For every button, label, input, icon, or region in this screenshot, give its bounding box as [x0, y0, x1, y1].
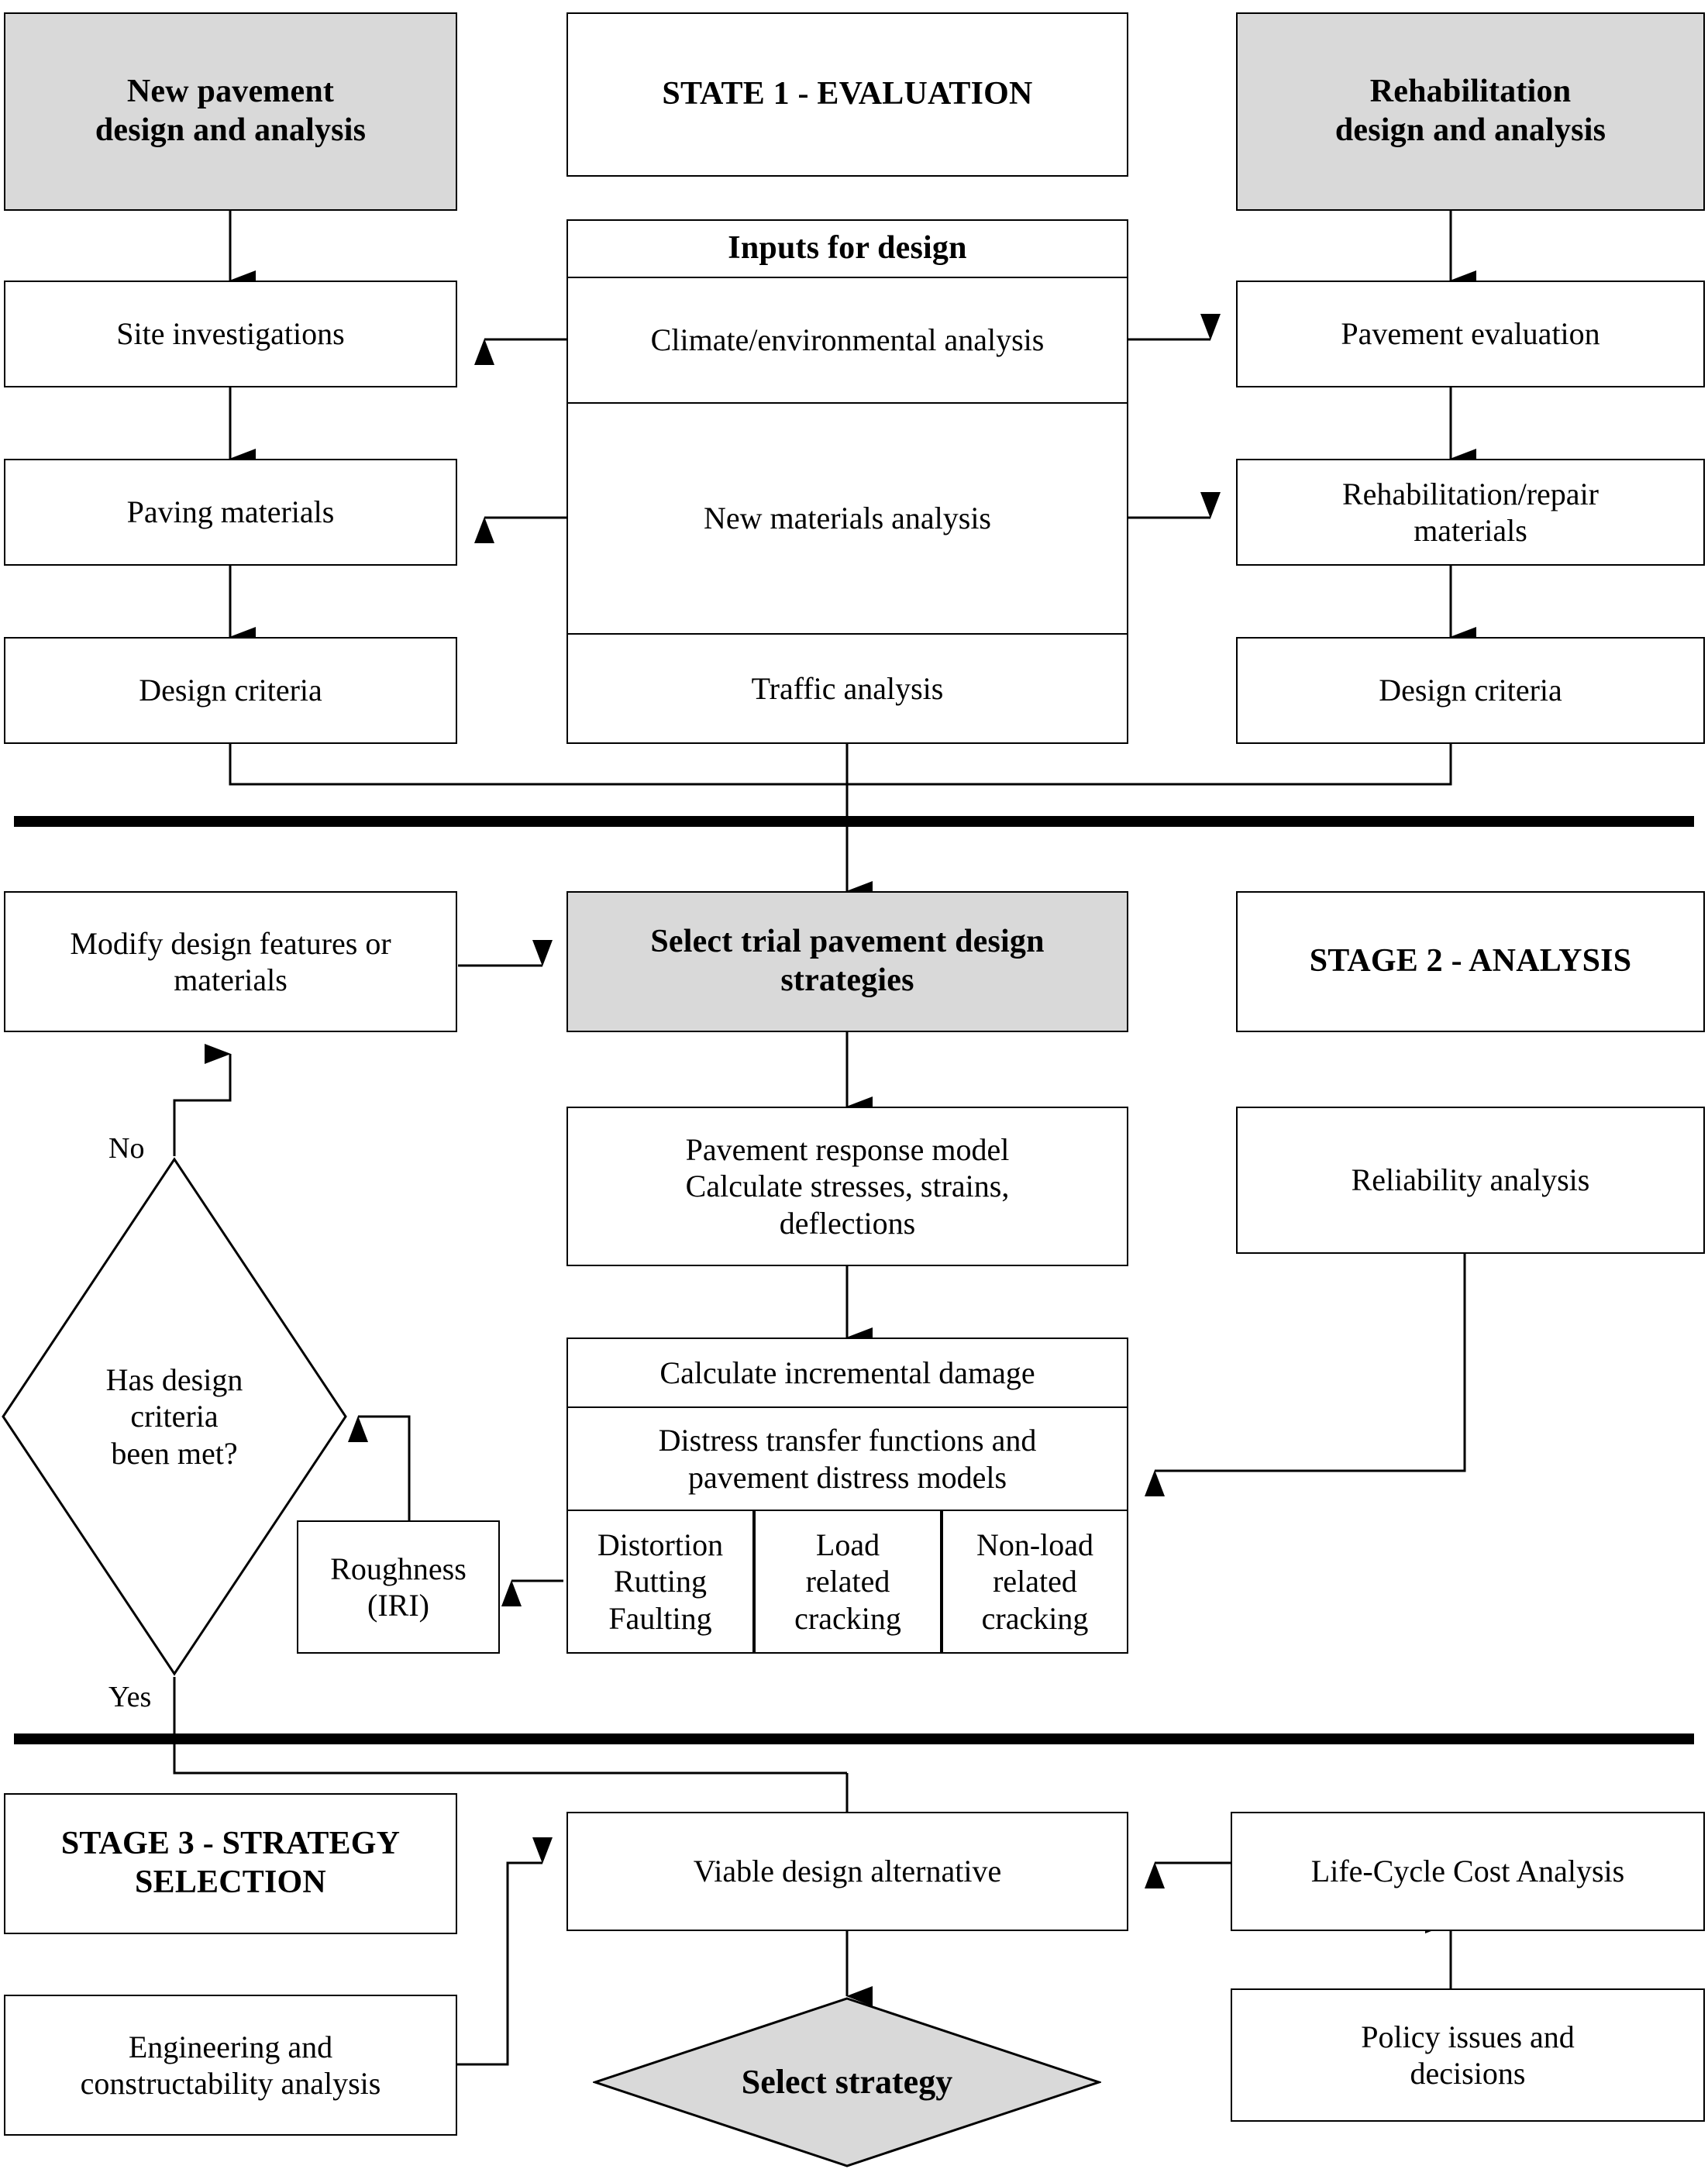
input-new-materials-analysis[interactable]: New materials analysis: [566, 402, 1128, 633]
select-trial-pavement-design-box[interactable]: Select trial pavement design strategies: [566, 891, 1128, 1032]
viable-design-alternative-box[interactable]: Viable design alternative: [566, 1812, 1128, 1931]
title-new-pavement: New pavement design and analysis: [4, 12, 457, 211]
site-investigations-box[interactable]: Site investigations: [4, 281, 457, 387]
select-strategy-label: Select strategy: [741, 2063, 953, 2102]
distress-transfer-functions-box[interactable]: Distress transfer functions and pavement…: [566, 1406, 1128, 1510]
distress-cell-non-load-related-cracking[interactable]: Non-load related cracking: [942, 1510, 1128, 1654]
select-strategy-terminator[interactable]: Select strategy: [593, 1996, 1101, 2168]
decision-has-design-criteria-been-met[interactable]: Has design criteria been met?: [0, 1156, 349, 1677]
distress-cell-distortion[interactable]: Distortion Rutting Faulting: [566, 1510, 754, 1654]
input-traffic-analysis[interactable]: Traffic analysis: [566, 633, 1128, 744]
inputs-for-design-header: Inputs for design: [566, 219, 1128, 277]
diamond-shape: [2, 1157, 347, 1676]
decision-branch-label-no: No: [108, 1132, 145, 1165]
reliability-analysis-box[interactable]: Reliability analysis: [1236, 1107, 1705, 1254]
input-climate-environmental-analysis[interactable]: Climate/environmental analysis: [566, 277, 1128, 402]
roughness-iri-box[interactable]: Roughness (IRI): [297, 1520, 500, 1654]
engineering-constructability-box[interactable]: Engineering and constructability analysi…: [4, 1995, 457, 2136]
title-state-1-evaluation: STATE 1 - EVALUATION: [566, 12, 1128, 177]
design-criteria-right-box[interactable]: Design criteria: [1236, 637, 1705, 744]
policy-issues-decisions-box[interactable]: Policy issues and decisions: [1231, 1988, 1705, 2122]
design-criteria-left-box[interactable]: Design criteria: [4, 637, 457, 744]
heading-stage-3-strategy-selection: STAGE 3 - STRATEGY SELECTION: [4, 1793, 457, 1934]
pavement-evaluation-box[interactable]: Pavement evaluation: [1236, 281, 1705, 387]
decision-branch-label-yes: Yes: [108, 1681, 152, 1713]
life-cycle-cost-analysis-box[interactable]: Life-Cycle Cost Analysis: [1231, 1812, 1705, 1931]
heading-stage-2-analysis: STAGE 2 - ANALYSIS: [1236, 891, 1705, 1032]
decision-label: Has design criteria been met?: [105, 1362, 243, 1471]
paving-materials-box[interactable]: Paving materials: [4, 459, 457, 566]
modify-design-features-box[interactable]: Modify design features or materials: [4, 891, 457, 1032]
distress-cell-load-related-cracking[interactable]: Load related cracking: [754, 1510, 942, 1654]
diamond-shape: [593, 1997, 1101, 2167]
rehabilitation-repair-materials-box[interactable]: Rehabilitation/repair materials: [1236, 459, 1705, 566]
pavement-response-model-box[interactable]: Pavement response model Calculate stress…: [566, 1107, 1128, 1266]
calculate-incremental-damage-box[interactable]: Calculate incremental damage: [566, 1338, 1128, 1406]
title-rehabilitation: Rehabilitation design and analysis: [1236, 12, 1705, 211]
